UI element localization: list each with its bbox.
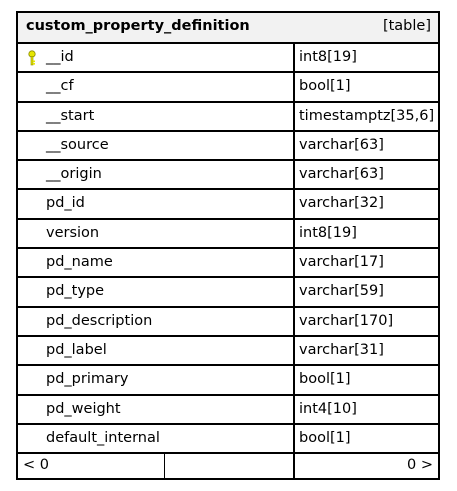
table-row[interactable]: pd_primary bool[1]	[18, 366, 438, 396]
column-type: timestamptz[35,6]	[299, 107, 435, 124]
table-row[interactable]: pd_description varchar[170]	[18, 307, 438, 337]
column-type: int8[19]	[299, 49, 357, 65]
column-name-cell: __id	[18, 44, 295, 72]
table-name: custom_property_definition	[26, 18, 250, 34]
column-name: __id	[46, 49, 74, 65]
table-footer: < 0 0 >	[18, 454, 438, 479]
table-header: custom_property_definition [table]	[18, 13, 438, 44]
table-row[interactable]: default_internal bool[1]	[18, 424, 438, 455]
column-type: varchar[59]	[299, 283, 384, 300]
table-row[interactable]: pd_name varchar[17]	[18, 249, 438, 279]
footer-spacer	[165, 454, 295, 479]
column-name: __start	[18, 102, 295, 130]
column-type: bool[1]	[299, 78, 351, 95]
column-type: bool[1]	[299, 429, 351, 446]
column-name: pd_type	[18, 278, 295, 306]
table-row[interactable]: __start timestamptz[35,6]	[18, 102, 438, 132]
column-name: pd_description	[18, 307, 295, 335]
table-row[interactable]: pd_type varchar[59]	[18, 278, 438, 308]
column-type: int4[10]	[299, 400, 357, 417]
table-kind: [table]	[382, 18, 431, 34]
footer-right-count[interactable]: 0 >	[407, 457, 433, 474]
key-icon	[28, 50, 36, 66]
column-name: __origin	[18, 161, 295, 189]
column-name: default_internal	[18, 424, 295, 453]
column-type: varchar[63]	[299, 166, 384, 183]
column-name: pd_primary	[18, 366, 295, 394]
column-type: varchar[17]	[299, 254, 384, 271]
table-row[interactable]: pd_id varchar[32]	[18, 190, 438, 220]
column-name: __source	[18, 131, 295, 160]
column-name: pd_label	[18, 336, 295, 365]
column-name: version	[18, 219, 295, 248]
column-name: pd_name	[18, 249, 295, 277]
table-row[interactable]: __source varchar[63]	[18, 131, 438, 162]
column-type: varchar[32]	[299, 195, 384, 212]
column-type: bool[1]	[299, 371, 351, 388]
column-name: pd_weight	[18, 395, 295, 423]
table-row[interactable]: pd_weight int4[10]	[18, 395, 438, 425]
column-name: pd_id	[18, 190, 295, 218]
table-row[interactable]: pd_label varchar[31]	[18, 336, 438, 367]
table-row[interactable]: __id int8[19]	[18, 44, 438, 74]
column-type: varchar[170]	[299, 312, 394, 329]
table-row[interactable]: __cf bool[1]	[18, 73, 438, 103]
column-type: varchar[31]	[299, 341, 384, 358]
table-row[interactable]: __origin varchar[63]	[18, 161, 438, 191]
footer-left-count[interactable]: < 0	[18, 454, 165, 479]
column-type: varchar[63]	[299, 136, 384, 153]
table-row[interactable]: version int8[19]	[18, 219, 438, 250]
column-type: int8[19]	[299, 224, 357, 241]
table-entity[interactable]: custom_property_definition [table] __id …	[16, 11, 440, 481]
column-name: __cf	[18, 73, 295, 101]
